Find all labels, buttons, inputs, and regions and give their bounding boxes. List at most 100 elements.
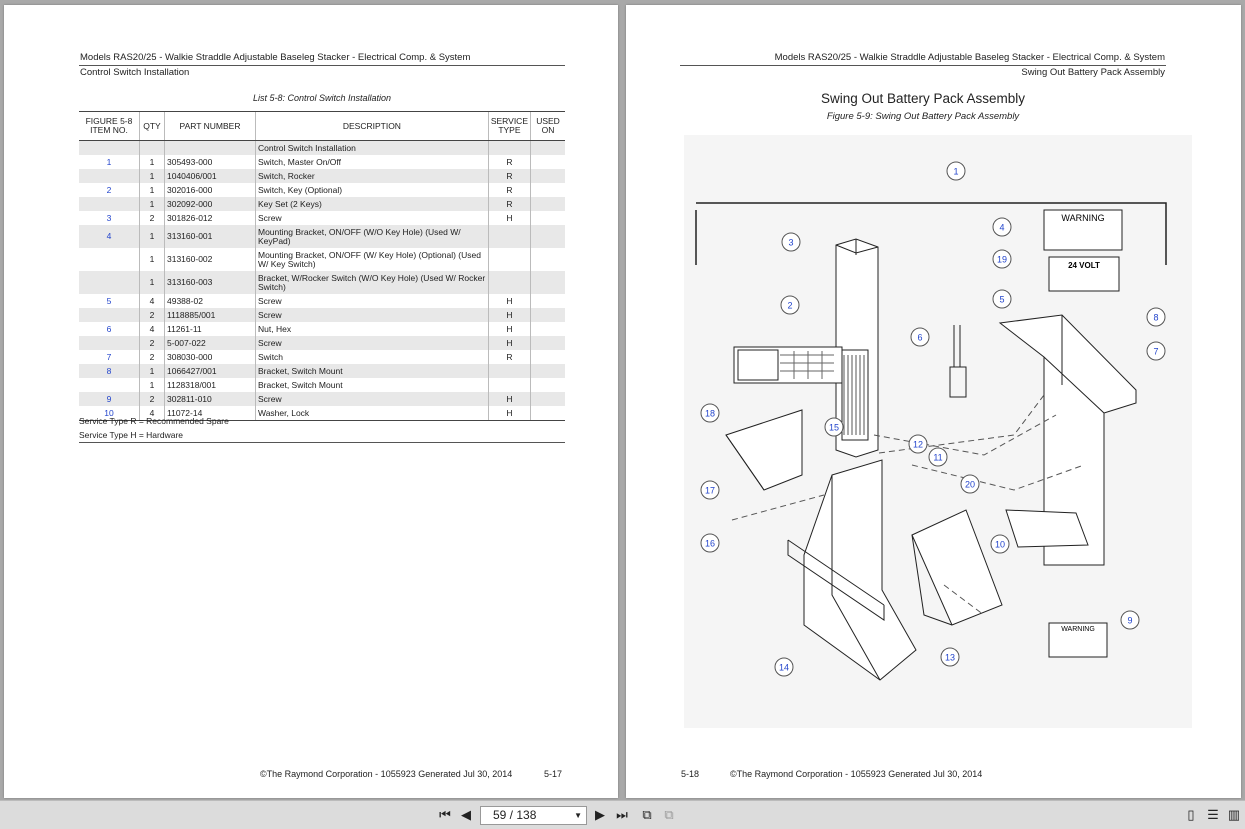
previous-page-button[interactable]: ◀: [461, 807, 471, 822]
part-number-cell: [164, 140, 256, 155]
qty-cell: 2: [139, 336, 165, 350]
callout-number[interactable]: 12: [913, 440, 923, 450]
rotate-view-icon[interactable]: ⧉: [642, 807, 652, 822]
callout-number[interactable]: 9: [1127, 616, 1132, 626]
figure-item-cell[interactable]: 1: [106, 156, 112, 167]
callout-circle: [928, 447, 948, 467]
figure-item-cell: [79, 140, 140, 155]
description-cell: Washer, Lock: [255, 406, 489, 421]
continuous-view-icon[interactable]: ☰: [1207, 807, 1219, 822]
two-page-view-icon[interactable]: ▥: [1227, 807, 1241, 822]
callout-number[interactable]: 11: [933, 453, 942, 463]
qty-cell: 1: [139, 183, 165, 197]
header-subtitle: Swing Out Battery Pack Assembly: [1021, 67, 1165, 78]
callout-number[interactable]: 6: [917, 333, 922, 343]
part-number-cell: 313160-003: [164, 271, 256, 294]
callout-number[interactable]: 4: [999, 223, 1004, 233]
description-cell: Screw: [255, 336, 489, 350]
figure-item-cell[interactable]: 3: [106, 212, 112, 223]
next-page-button[interactable]: ▶: [595, 807, 605, 822]
callout-number[interactable]: 8: [1153, 313, 1158, 323]
callout-circle: [700, 480, 720, 500]
qty-cell: [139, 140, 165, 155]
used-on-cell: [530, 378, 565, 392]
figure-item-cell: [79, 378, 140, 392]
callout-circle: [1146, 341, 1166, 361]
description-cell: Screw: [255, 211, 489, 225]
col-header-used: USED ON: [530, 111, 565, 141]
description-cell: Bracket, W/Rocker Switch (W/O Key Hole) …: [255, 271, 489, 294]
col-header-item: FIGURE 5-8 ITEM NO.: [79, 111, 140, 141]
callout-number[interactable]: 16: [705, 539, 715, 549]
col-header-service: SERVICE TYPE: [487, 111, 531, 141]
figure-item-cell[interactable]: 5: [106, 295, 112, 306]
used-on-cell: [530, 169, 565, 183]
callout-number[interactable]: 2: [787, 301, 792, 311]
used-on-cell: [530, 197, 565, 211]
callout-number[interactable]: 15: [829, 423, 839, 433]
description-cell: Nut, Hex: [255, 322, 489, 336]
volt-label-text: 24 VOLT: [1068, 261, 1100, 270]
qty-cell: 1: [139, 225, 165, 248]
description-cell: Control Switch Installation: [255, 140, 489, 155]
callout-number[interactable]: 14: [779, 663, 789, 673]
callout-number[interactable]: 1: [953, 167, 958, 177]
description-cell: Switch, Key (Optional): [255, 183, 489, 197]
callout-number[interactable]: 5: [999, 295, 1004, 305]
page-selector[interactable]: 59 / 138 ▼: [480, 806, 587, 825]
warning-label-text: WARNING: [1061, 213, 1104, 223]
callout-circle: [992, 249, 1012, 269]
warning-label-2-text: WARNING: [1061, 626, 1095, 633]
description-cell: Switch, Master On/Off: [255, 155, 489, 169]
figure-item-cell[interactable]: 8: [79, 364, 140, 378]
figure-item-cell: [79, 197, 140, 211]
header-title: Models RAS20/25 - Walkie Straddle Adjust…: [774, 52, 1165, 63]
figure-item-cell[interactable]: 4: [79, 225, 140, 248]
callout-number[interactable]: 20: [965, 480, 975, 490]
last-page-button[interactable]: ⏭: [616, 807, 628, 822]
qty-cell: 1: [139, 378, 165, 392]
qty-cell: 4: [139, 406, 165, 421]
callout-number[interactable]: 3: [788, 238, 793, 248]
footer-text: ©The Raymond Corporation - 1055923 Gener…: [260, 769, 513, 779]
service-type-cell: R: [487, 350, 531, 364]
fit-page-icon[interactable]: ⧉: [664, 807, 674, 822]
service-type-cell: [487, 271, 531, 294]
callout-number[interactable]: 19: [997, 255, 1007, 265]
callout-circle: [992, 289, 1012, 309]
callout-circle: [992, 217, 1012, 237]
part-number-cell: 11261-11: [164, 322, 256, 336]
figure-item-cell[interactable]: 7: [106, 351, 112, 362]
description-cell: Screw: [255, 308, 489, 322]
figure-item-cell[interactable]: 10: [79, 406, 140, 421]
part-number-cell: 305493-000: [164, 155, 256, 169]
callout-circle: [774, 657, 794, 677]
single-page-view-icon[interactable]: ▯: [1187, 807, 1195, 822]
figure-item-cell: [79, 336, 140, 350]
part-number-cell: 301826-012: [164, 211, 256, 225]
first-page-button[interactable]: ⏮: [439, 807, 451, 822]
figure-item-cell[interactable]: 9: [79, 392, 140, 406]
figure-item-cell[interactable]: 6: [106, 323, 112, 334]
part-number-cell: 302092-000: [164, 197, 256, 211]
callout-number[interactable]: 10: [995, 540, 1005, 550]
callout-number[interactable]: 7: [1153, 347, 1158, 357]
used-on-cell: [530, 294, 565, 308]
callout-number[interactable]: 18: [705, 409, 715, 419]
callout-circle: [780, 295, 800, 315]
callout-number[interactable]: 17: [705, 486, 715, 496]
part-number-cell: 313160-001: [164, 225, 256, 248]
callout-number[interactable]: 13: [945, 653, 955, 663]
figure-item-cell[interactable]: 2: [106, 184, 112, 195]
part-number-cell: 308030-000: [164, 350, 256, 364]
used-on-cell: [530, 155, 565, 169]
part-number-cell: 313160-002: [164, 248, 256, 271]
